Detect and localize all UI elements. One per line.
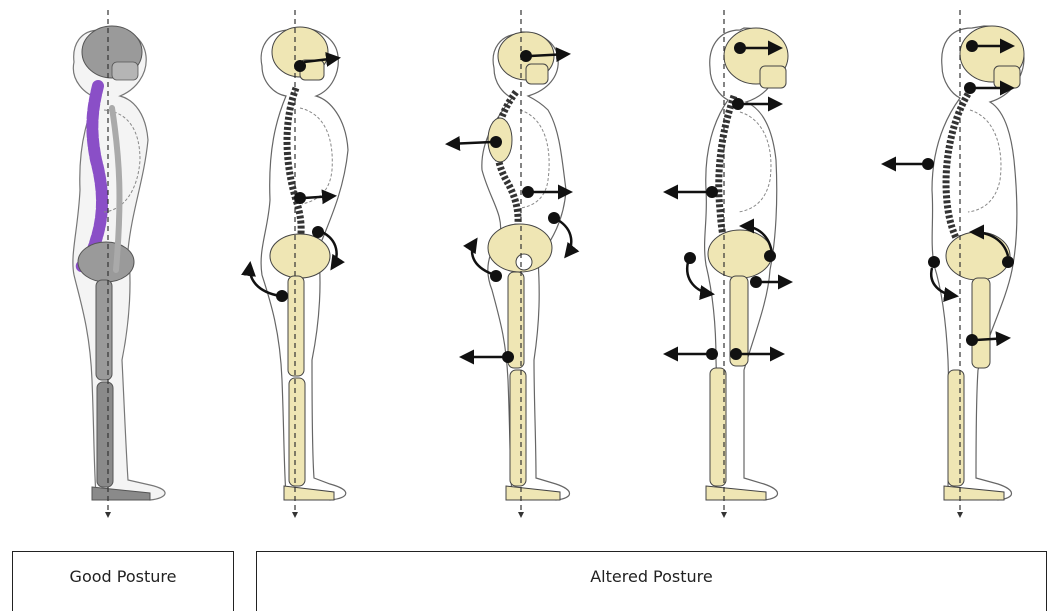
good-posture-label-box: Good Posture — [12, 551, 234, 611]
pelvis — [270, 234, 330, 278]
marker-dot — [764, 250, 776, 262]
figure-altered-3 — [666, 10, 790, 515]
altered-posture-label-box: Altered Posture — [256, 551, 1047, 611]
figure-altered-1 — [250, 10, 348, 515]
pelvis — [78, 242, 134, 282]
tibia — [948, 370, 964, 486]
femur — [96, 280, 112, 380]
marker-dot — [548, 212, 560, 224]
marker-dot — [1002, 256, 1014, 268]
arrow-pelvis-rotation — [558, 220, 571, 256]
marker-dot — [928, 256, 940, 268]
altered-posture-label: Altered Posture — [590, 567, 713, 611]
tibia — [510, 370, 526, 486]
figure-altered-4 — [884, 10, 1024, 515]
jaw — [994, 66, 1020, 88]
marker-dot — [490, 270, 502, 282]
good-posture-label: Good Posture — [70, 567, 177, 611]
hip-joint — [516, 254, 532, 270]
marker-dot — [684, 252, 696, 264]
figure-altered-2 — [448, 10, 571, 515]
pelvis — [708, 230, 772, 278]
jaw — [112, 62, 138, 80]
femur — [288, 276, 304, 376]
tibia — [97, 382, 113, 487]
tibia — [289, 378, 305, 486]
femur — [972, 278, 990, 368]
figure-good-posture — [73, 10, 165, 515]
jaw — [760, 66, 786, 88]
jaw — [526, 64, 548, 84]
pelvis — [946, 232, 1010, 280]
